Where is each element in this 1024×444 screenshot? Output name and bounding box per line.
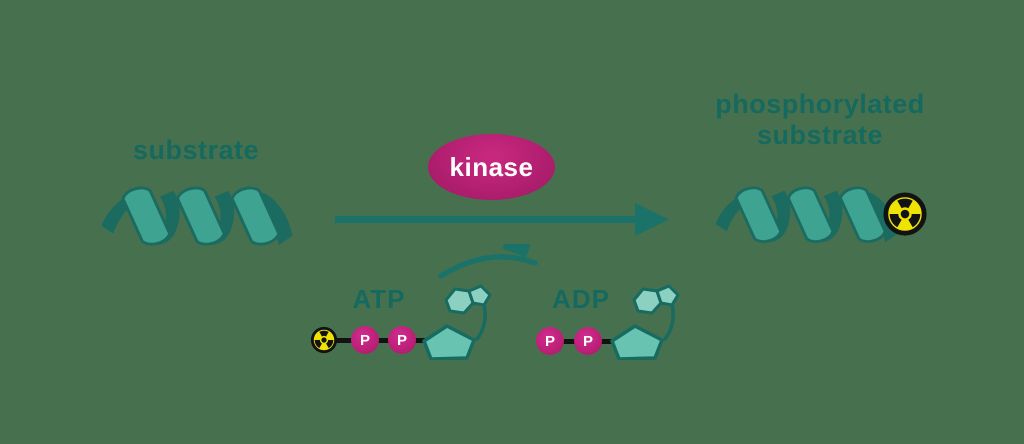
adp-phosphate-circle-2: P	[574, 327, 602, 355]
substrate-helix-illustration	[100, 186, 294, 247]
radioactive-icon-atp	[310, 326, 338, 354]
reaction-right-arrow-icon	[335, 203, 669, 236]
adp-phosphate-circle-1: P	[536, 327, 564, 355]
product-label: phosphorylated substrate	[695, 89, 945, 151]
adp-ribose-and-base-illustration	[610, 284, 680, 360]
substrate-label: substrate	[132, 135, 260, 165]
atp-phosphate-circle-2: P	[388, 326, 416, 354]
radioactive-icon	[882, 191, 928, 237]
adp-label: ADP	[552, 284, 610, 314]
product-label-line2: substrate	[756, 120, 884, 150]
atp-phosphate-circle-1: P	[351, 326, 379, 354]
kinase-enzyme-ellipse: kinase	[428, 134, 555, 200]
atp-label: ATP	[352, 284, 406, 314]
product-helix-illustration	[714, 186, 900, 245]
kinase-label: kinase	[449, 151, 534, 182]
phosphate-transfer-curved-arrow-icon	[438, 244, 538, 279]
atp-ribose-and-base-illustration	[422, 284, 492, 360]
product-label-line1: phosphorylated	[715, 89, 925, 119]
